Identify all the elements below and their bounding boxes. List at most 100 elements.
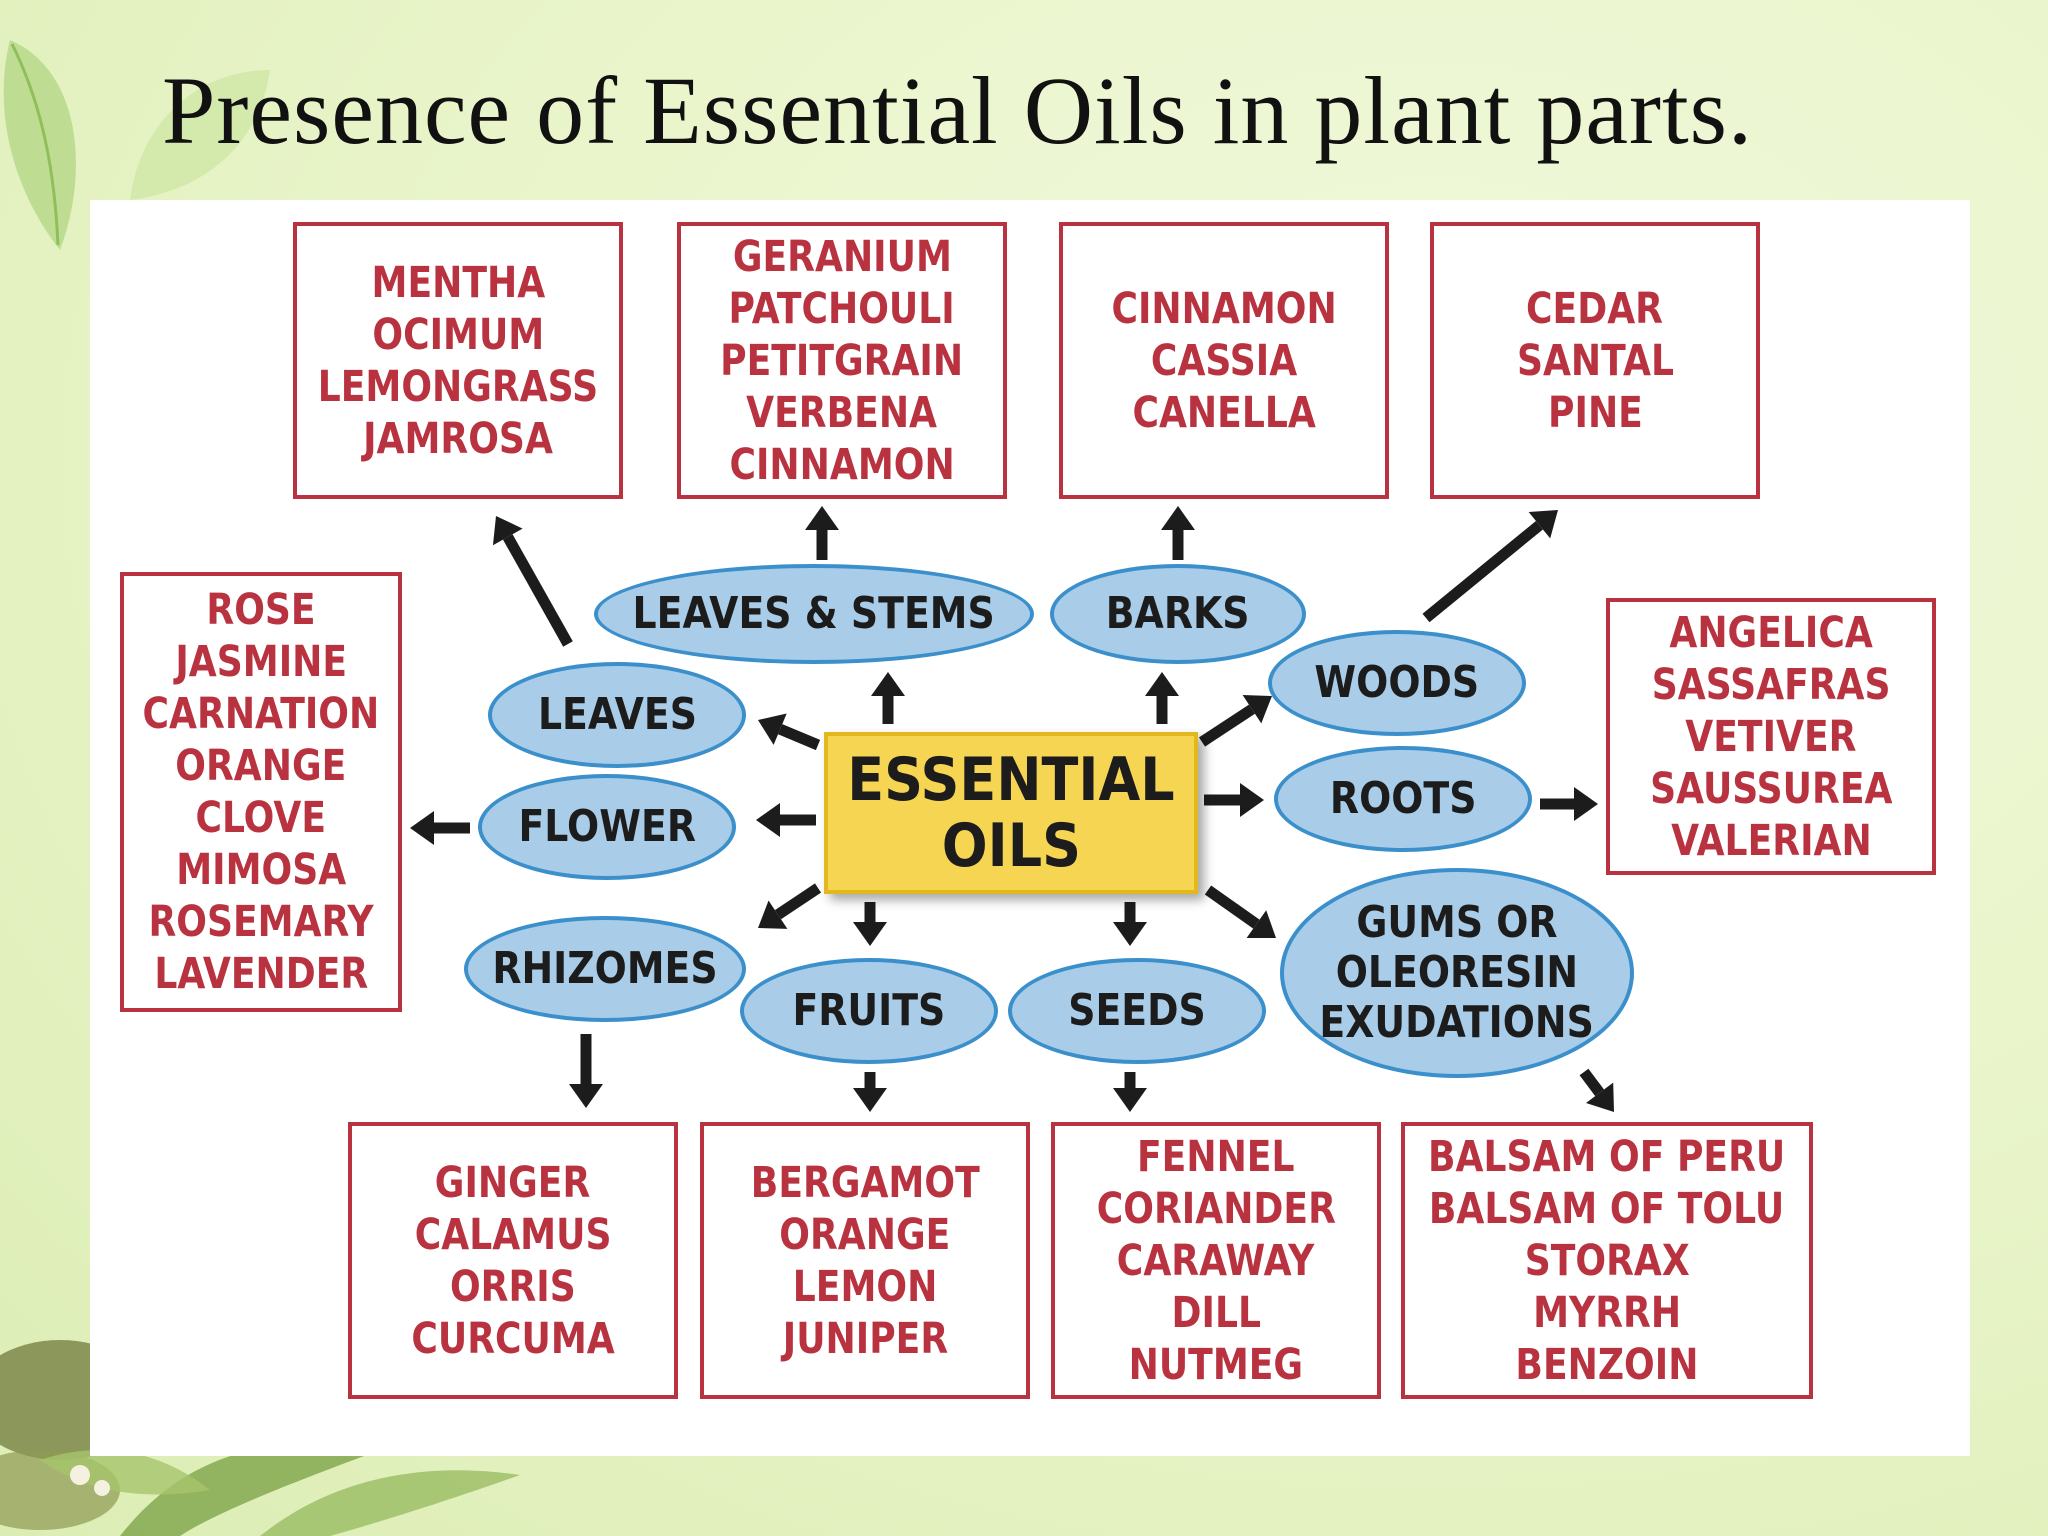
ellipse-leaves: LEAVES xyxy=(488,662,746,768)
ellipse-flower: FLOWER xyxy=(478,774,736,880)
label-line: JAMROSA xyxy=(363,413,553,464)
label-line: CANELLA xyxy=(1132,387,1316,438)
label-line: ANGELICA xyxy=(1669,607,1873,658)
label-line: SEEDS xyxy=(1068,985,1206,1036)
label-line: GERANIUM xyxy=(732,231,952,282)
label-line: SASSAFRAS xyxy=(1651,659,1891,710)
label-line: BENZOIN xyxy=(1515,1339,1699,1390)
arrow-roots-to-box xyxy=(1540,787,1598,821)
arrow-fruits-to-box xyxy=(853,1072,887,1112)
label-line: NUTMEG xyxy=(1128,1339,1304,1390)
label-line: ROOTS xyxy=(1329,773,1477,824)
arrow-center-to-gums xyxy=(1204,885,1276,939)
ellipse-leaves-stems: LEAVES & STEMS xyxy=(594,564,1034,664)
label-line: FENNEL xyxy=(1137,1131,1295,1182)
label-line: CLOVE xyxy=(195,793,327,843)
label-line: CORIANDER xyxy=(1096,1183,1336,1234)
label-line: VERBENA xyxy=(746,387,938,438)
label-line: PINE xyxy=(1547,387,1643,438)
label-line: STORAX xyxy=(1524,1235,1690,1286)
label-line: LAVENDER xyxy=(154,949,368,999)
label-line: WOODS xyxy=(1314,657,1480,708)
ellipse-rhizomes: RHIZOMES xyxy=(464,916,746,1022)
label-line: LEAVES & STEMS xyxy=(632,588,996,639)
label-line: ORANGE xyxy=(175,741,347,791)
label-line: SANTAL xyxy=(1516,335,1674,386)
label-line: RHIZOMES xyxy=(492,943,718,994)
label-line: BALSAM OF TOLU xyxy=(1429,1183,1785,1234)
label-line: ESSENTIAL xyxy=(847,745,1175,815)
arrow-center-to-woods xyxy=(1198,694,1272,747)
arrow-rhizomes-to-box xyxy=(569,1034,603,1108)
label-line: GINGER xyxy=(435,1157,591,1208)
label-line: ORRIS xyxy=(450,1261,576,1312)
ellipse-barks: BARKS xyxy=(1050,564,1306,664)
arrow-center-to-fruits xyxy=(853,902,887,946)
label-line: LEMONGRASS xyxy=(317,361,599,412)
label-line: CALAMUS xyxy=(414,1209,612,1260)
arrow-center-to-flower xyxy=(756,803,816,837)
label-line: ROSE xyxy=(206,585,316,635)
label-line: SAUSSUREA xyxy=(1649,763,1893,814)
ellipse-roots: ROOTS xyxy=(1274,746,1532,852)
label-line: OLEORESIN xyxy=(1335,947,1579,998)
arrow-woods-to-box xyxy=(1422,510,1558,623)
arrow-layer xyxy=(410,506,1614,1112)
label-line: CINNAMON xyxy=(729,439,955,490)
label-line: MYRRH xyxy=(1533,1287,1681,1338)
arrow-center-to-rhizomes xyxy=(758,883,822,929)
label-line: CURCUMA xyxy=(411,1313,615,1364)
arrow-center-to-barks xyxy=(1145,672,1179,724)
label-line: CEDAR xyxy=(1526,283,1664,334)
label-line: JASMINE xyxy=(175,637,347,687)
ellipse-fruits: FRUITS xyxy=(740,958,998,1064)
arrow-seeds-to-box xyxy=(1113,1072,1147,1112)
slide-title: Presence of Essential Oils in plant part… xyxy=(162,57,1753,164)
label-line: MIMOSA xyxy=(175,845,346,895)
label-line: FLOWER xyxy=(518,801,696,852)
leaf-decoration-top-left xyxy=(3,40,76,250)
label-line: OCIMUM xyxy=(372,309,544,360)
arrow-leaves-to-box xyxy=(492,516,573,647)
label-line: LEAVES xyxy=(537,689,697,740)
label-line: DILL xyxy=(1171,1287,1261,1338)
label-line: FRUITS xyxy=(792,985,946,1036)
label-line: EXUDATIONS xyxy=(1319,997,1595,1048)
label-line: ORANGE xyxy=(779,1209,951,1260)
label-line: BARKS xyxy=(1106,588,1250,639)
ellipse-woods: WOODS xyxy=(1268,630,1526,736)
arrow-center-to-leaves xyxy=(758,713,821,751)
arrow-barks-to-box xyxy=(1161,506,1195,560)
label-line: GUMS OR xyxy=(1356,897,1558,948)
label-line: ROSEMARY xyxy=(148,897,374,947)
ellipse-seeds: SEEDS xyxy=(1008,958,1266,1064)
label-line: PATCHOULI xyxy=(728,283,956,334)
label-line: VALERIAN xyxy=(1670,815,1872,866)
label-line: CARNATION xyxy=(142,689,380,739)
label-line: LEMON xyxy=(792,1261,938,1312)
arrow-gums-to-box xyxy=(1579,1068,1614,1112)
arrow-center-to-leaves-stems xyxy=(871,672,905,724)
label-line: JUNIPER xyxy=(782,1313,948,1364)
label-line: CARAWAY xyxy=(1117,1235,1315,1286)
label-line: PETITGRAIN xyxy=(720,335,964,386)
label-line: BERGAMOT xyxy=(750,1157,980,1208)
arrow-flower-to-box xyxy=(410,811,470,845)
label-line: MENTHA xyxy=(371,257,545,308)
label-line: CINNAMON xyxy=(1111,283,1337,334)
arrow-center-to-seeds xyxy=(1113,902,1147,946)
label-line: OILS xyxy=(941,811,1081,881)
